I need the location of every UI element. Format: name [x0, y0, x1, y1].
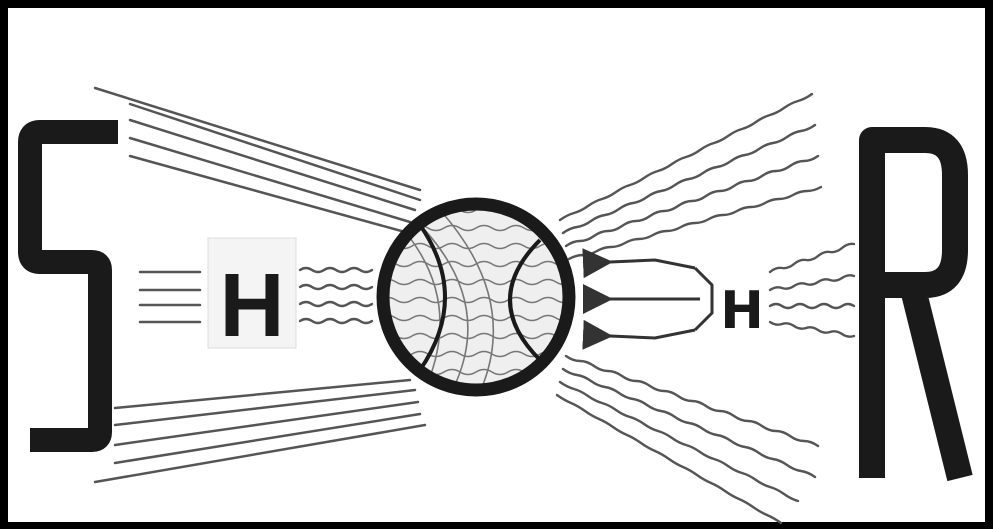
right-upper-rays: [560, 94, 821, 259]
left-h-box: H: [208, 238, 296, 356]
right-h-label: H: [720, 281, 764, 341]
right-lower-rays: [557, 356, 818, 523]
left-upper-rays: [95, 88, 420, 232]
letter-r-shape: [872, 140, 960, 478]
left-h-label: H: [220, 256, 285, 356]
letter-s-shape: [30, 132, 118, 440]
central-sphere: [380, 204, 572, 400]
right-short-rays: [770, 244, 854, 337]
left-lower-rays: [95, 380, 425, 482]
right-arrows: [610, 260, 712, 338]
